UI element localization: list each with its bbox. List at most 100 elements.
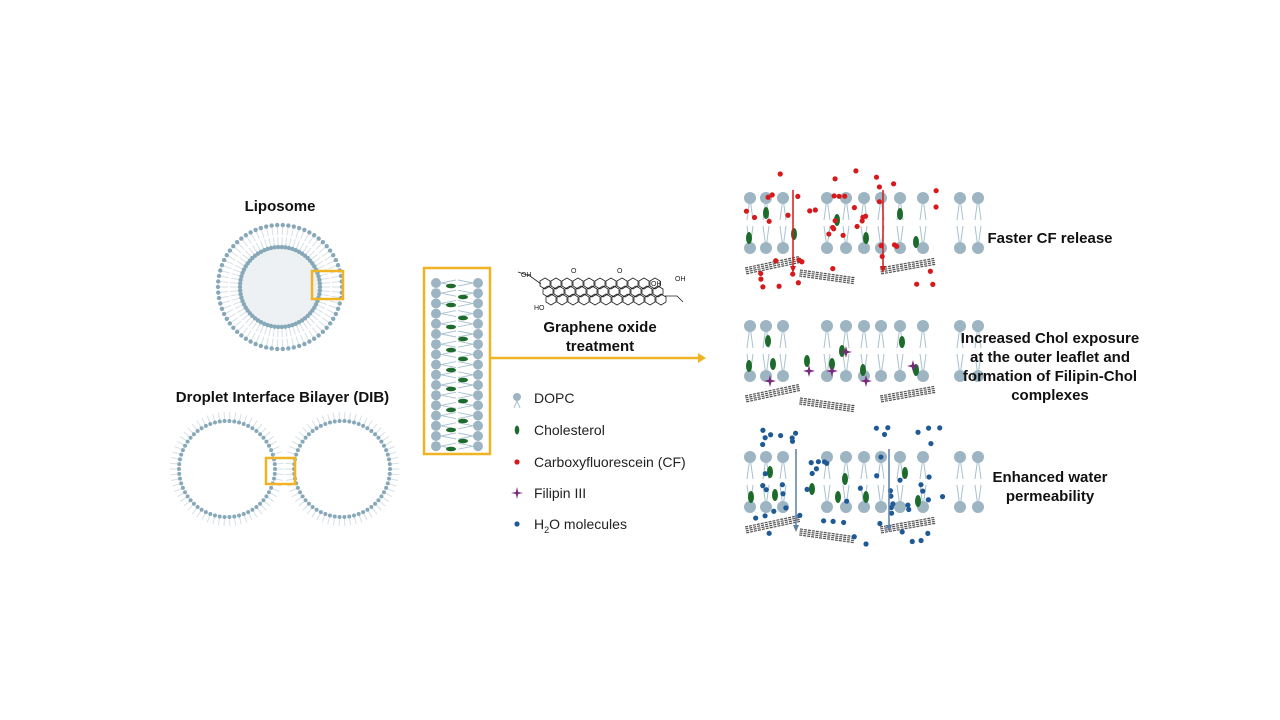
graphene-sheet-line <box>879 385 935 397</box>
lipid-head <box>272 462 277 467</box>
graphene-sheet <box>799 528 855 544</box>
lipid-tail <box>326 309 335 314</box>
water-molecule <box>841 519 847 526</box>
lipid-tail <box>457 323 474 328</box>
lipid-head <box>972 320 984 332</box>
lipid-head <box>373 432 378 437</box>
lipid-head <box>279 324 284 330</box>
cf-molecule <box>873 174 880 180</box>
lipid-head <box>431 349 441 360</box>
lipid-tail <box>324 313 332 319</box>
lipid-tail <box>440 422 457 427</box>
cf-molecule <box>832 176 838 182</box>
lipid-tail <box>234 247 242 254</box>
lipid-tail <box>457 343 474 348</box>
lipid-head <box>258 432 263 437</box>
lipid-head <box>473 380 483 390</box>
cf-dot-icon <box>514 459 520 465</box>
lipid-head <box>473 339 483 350</box>
treatment-line-1: Graphene oxide <box>543 319 657 336</box>
lipid-tail <box>255 334 261 343</box>
cf-molecule <box>930 281 936 287</box>
lipid-tail <box>457 330 474 335</box>
lipid-tail <box>299 323 305 332</box>
lipid-head <box>333 257 339 263</box>
lipid-head <box>302 227 307 233</box>
graphene-sheet-line <box>744 383 799 397</box>
graphene-ring <box>600 293 612 306</box>
outcome-chol-line-2: at the outer leaflet and <box>969 349 1131 366</box>
lipid-head <box>276 244 281 250</box>
cf-molecule <box>769 192 775 198</box>
water-molecule <box>926 474 932 480</box>
lipid-head <box>387 462 392 467</box>
lipid-head <box>327 248 333 253</box>
graphene-ring <box>622 293 634 306</box>
cholesterol-molecule <box>763 207 769 219</box>
lipid-head <box>268 323 274 329</box>
lipid-tail <box>321 294 330 297</box>
lipid-head <box>333 311 339 317</box>
cf-molecule <box>933 204 939 210</box>
lipid-head <box>261 498 266 503</box>
cf-molecule <box>776 283 782 289</box>
lipid-tail <box>457 299 474 304</box>
lipid-tail <box>315 324 322 331</box>
lipid-head <box>195 504 200 509</box>
graphene-ring <box>556 293 568 306</box>
graphene-sheet-line <box>799 273 854 283</box>
graphene-sheet-line <box>746 520 801 534</box>
lipid-tail <box>268 238 272 247</box>
cf-molecule <box>773 258 779 264</box>
graphene-sheet <box>799 397 855 413</box>
filipin-molecule <box>840 346 852 358</box>
lipid-head <box>381 443 386 448</box>
lipid-head <box>954 320 966 332</box>
flux-arrow-head <box>880 266 886 273</box>
water-molecule <box>780 491 786 497</box>
cholesterol-molecule <box>446 347 456 353</box>
lipid-head <box>238 277 243 283</box>
lipid-head <box>316 333 321 338</box>
lipid-head <box>185 439 190 444</box>
cf-molecule <box>795 280 801 286</box>
filipin-molecule <box>764 375 776 387</box>
lipid-head <box>188 435 193 440</box>
lipid-tail <box>457 432 474 437</box>
graphene-sheet-line <box>880 522 936 534</box>
water-molecule <box>830 518 836 524</box>
water-molecule <box>762 471 768 477</box>
lipid-head <box>473 288 483 299</box>
graphene-ring <box>553 285 565 298</box>
lipid-head <box>473 410 483 421</box>
lipid-head <box>290 246 295 252</box>
lipid-tail <box>291 228 294 237</box>
lipid-tail <box>321 282 330 284</box>
lipid-tail <box>242 314 249 321</box>
lipid-tail <box>331 295 340 299</box>
water-molecule <box>915 429 921 435</box>
legend-filipin-label: Filipin III <box>534 485 587 501</box>
lipid-tail <box>440 442 457 447</box>
lipid-head <box>777 451 789 463</box>
cholesterol-molecule <box>863 232 869 244</box>
lipid-head <box>777 242 789 254</box>
cholesterol-molecule <box>860 364 866 376</box>
lipid-head <box>431 410 441 421</box>
cholesterol-molecule <box>835 491 841 503</box>
water-molecule <box>766 530 772 536</box>
lipid-tail <box>230 294 239 297</box>
lipid-head <box>369 504 374 509</box>
lipid-tail <box>312 327 318 335</box>
lipid-head <box>280 222 285 228</box>
cf-molecule <box>862 213 869 219</box>
lipid-head <box>269 346 274 351</box>
lipid-head <box>241 302 247 307</box>
lipid-tail <box>317 264 326 270</box>
lipid-tail <box>299 242 305 251</box>
cholesterol-molecule <box>902 467 908 479</box>
graphene-sheet-line <box>799 275 854 285</box>
graphene-sheet-line <box>799 528 855 538</box>
lipid-head <box>216 290 221 295</box>
